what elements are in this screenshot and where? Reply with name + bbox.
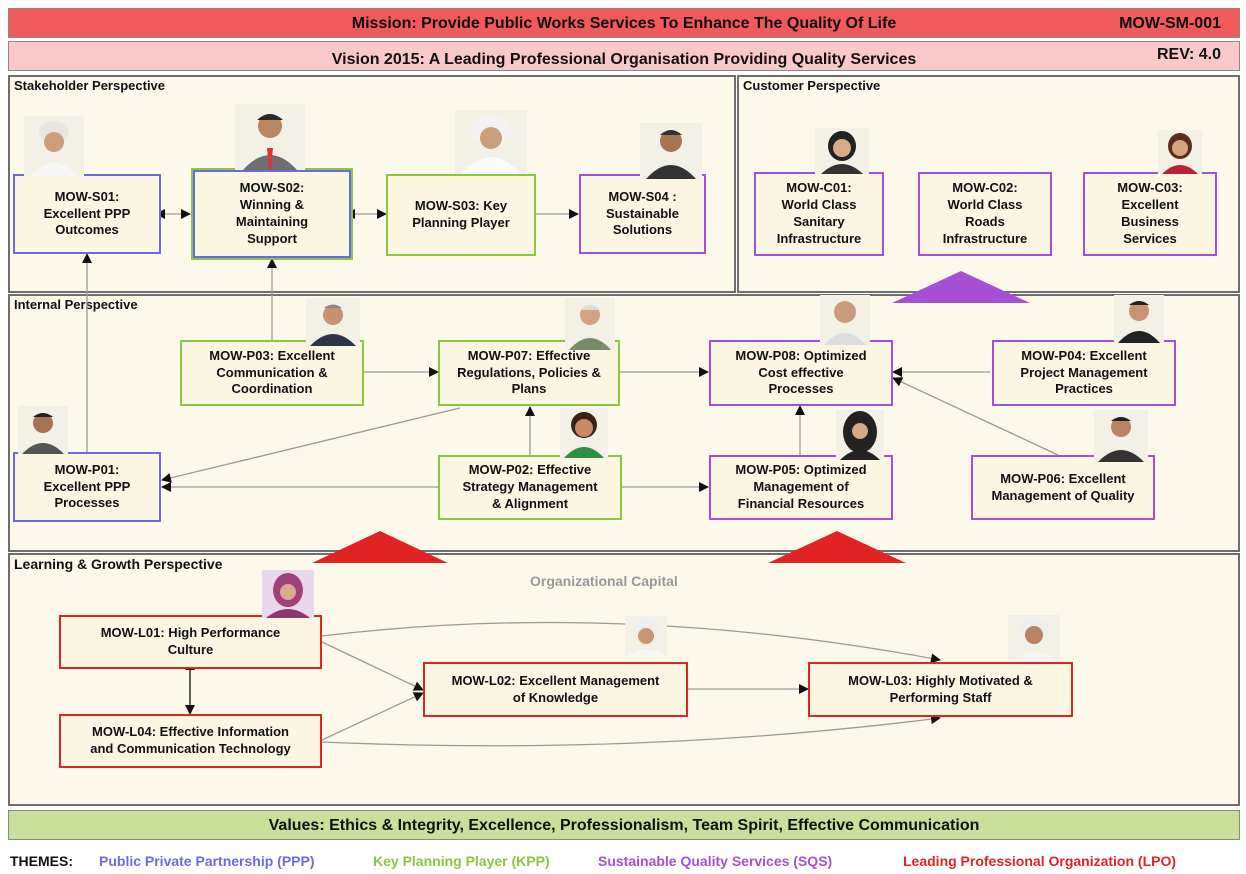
values-bar: Values: Ethics & Integrity, Excellence, …	[8, 810, 1240, 840]
node-mow-p03[interactable]: MOW-P03: Excellent Communication & Coord…	[180, 340, 364, 406]
person-portrait-icon	[235, 104, 305, 170]
document-code: MOW-SM-001	[1119, 15, 1221, 32]
node-mow-l01[interactable]: MOW-L01: High Performance Culture	[59, 615, 322, 669]
node-mow-c01[interactable]: MOW-C01: World Class Sanitary Infrastruc…	[754, 172, 884, 256]
themes-label: THEMES:	[10, 853, 73, 869]
mission-text: Mission: Provide Public Works Services T…	[351, 15, 897, 32]
arrow-p06-p08	[892, 377, 1059, 456]
theme-ppp: Public Private Partnership (PPP)	[99, 853, 315, 869]
node-mow-s02[interactable]: MOW-S02: Winning & Maintaining Support	[191, 168, 353, 260]
node-mow-c03[interactable]: MOW-C03: Excellent Business Services	[1083, 172, 1217, 256]
node-mow-p04[interactable]: MOW-P04: Excellent Project Management Pr…	[992, 340, 1176, 406]
person-portrait-icon	[1158, 130, 1202, 174]
arrow-p07-p01	[161, 407, 461, 483]
revision-label: REV: 4.0	[1156, 46, 1221, 63]
person-portrait-icon	[18, 406, 68, 454]
person-portrait-icon	[262, 570, 314, 618]
theme-lpo: Leading Professional Organization (LPO)	[903, 853, 1177, 869]
node-mow-p08[interactable]: MOW-P08: Optimized Cost effective Proces…	[709, 340, 893, 406]
node-mow-c02[interactable]: MOW-C02: World Class Roads Infrastructur…	[918, 172, 1052, 256]
node-mow-l03[interactable]: MOW-L03: Highly Motivated & Performing S…	[808, 662, 1073, 717]
vision-text: Vision 2015: A Leading Professional Orga…	[331, 51, 917, 68]
support-triangle-icon	[768, 531, 906, 563]
node-mow-s04[interactable]: MOW-S04 : Sustainable Solutions	[579, 174, 706, 254]
arrow-l04-l02	[321, 692, 424, 741]
person-portrait-icon	[820, 295, 870, 345]
person-portrait-icon	[455, 110, 527, 174]
person-portrait-icon	[565, 298, 615, 350]
org-capital-label: Organizational Capital	[530, 573, 678, 589]
mission-bar: Mission: Provide Public Works Services T…	[8, 8, 1240, 38]
node-mow-p06[interactable]: MOW-P06: Excellent Management of Quality	[971, 455, 1155, 520]
person-portrait-icon	[836, 410, 884, 460]
learning-title: Learning & Growth Perspective	[14, 556, 223, 572]
theme-sqs: Sustainable Quality Services (SQS)	[598, 853, 833, 869]
arrow-l01-l02	[321, 641, 424, 691]
person-portrait-icon	[560, 408, 608, 458]
node-mow-l02[interactable]: MOW-L02: Excellent Management of Knowled…	[423, 662, 688, 717]
node-mow-s01[interactable]: MOW-S01: Excellent PPP Outcomes	[13, 174, 161, 254]
support-triangle-icon	[892, 271, 1030, 303]
person-portrait-icon	[625, 616, 667, 656]
node-mow-p05[interactable]: MOW-P05: Optimized Management of Financi…	[709, 455, 893, 520]
arrow-l04-l03	[321, 714, 941, 747]
theme-kpp: Key Planning Player (KPP)	[373, 853, 550, 869]
person-portrait-icon	[1008, 615, 1060, 661]
support-triangle-icon	[312, 531, 448, 563]
person-portrait-icon	[640, 123, 702, 179]
node-mow-p02[interactable]: MOW-P02: Effective Strategy Management &…	[438, 455, 622, 520]
person-portrait-icon	[24, 116, 84, 176]
internal-title: Internal Perspective	[14, 297, 138, 312]
person-portrait-icon	[815, 128, 869, 174]
person-portrait-icon	[306, 298, 360, 346]
node-mow-s03[interactable]: MOW-S03: Key Planning Player	[386, 174, 536, 256]
person-portrait-icon	[1114, 295, 1164, 343]
vision-bar: Vision 2015: A Leading Professional Orga…	[8, 41, 1240, 71]
node-mow-p01[interactable]: MOW-P01: Excellent PPP Processes	[13, 452, 161, 522]
values-text: Values: Ethics & Integrity, Excellence, …	[268, 817, 980, 834]
customer-title: Customer Perspective	[743, 78, 881, 93]
stakeholder-title: Stakeholder Perspective	[14, 78, 166, 93]
person-portrait-icon	[1094, 410, 1148, 462]
node-mow-l04[interactable]: MOW-L04: Effective Information and Commu…	[59, 714, 322, 768]
node-mow-p07[interactable]: MOW-P07: Effective Regulations, Policies…	[438, 340, 620, 406]
